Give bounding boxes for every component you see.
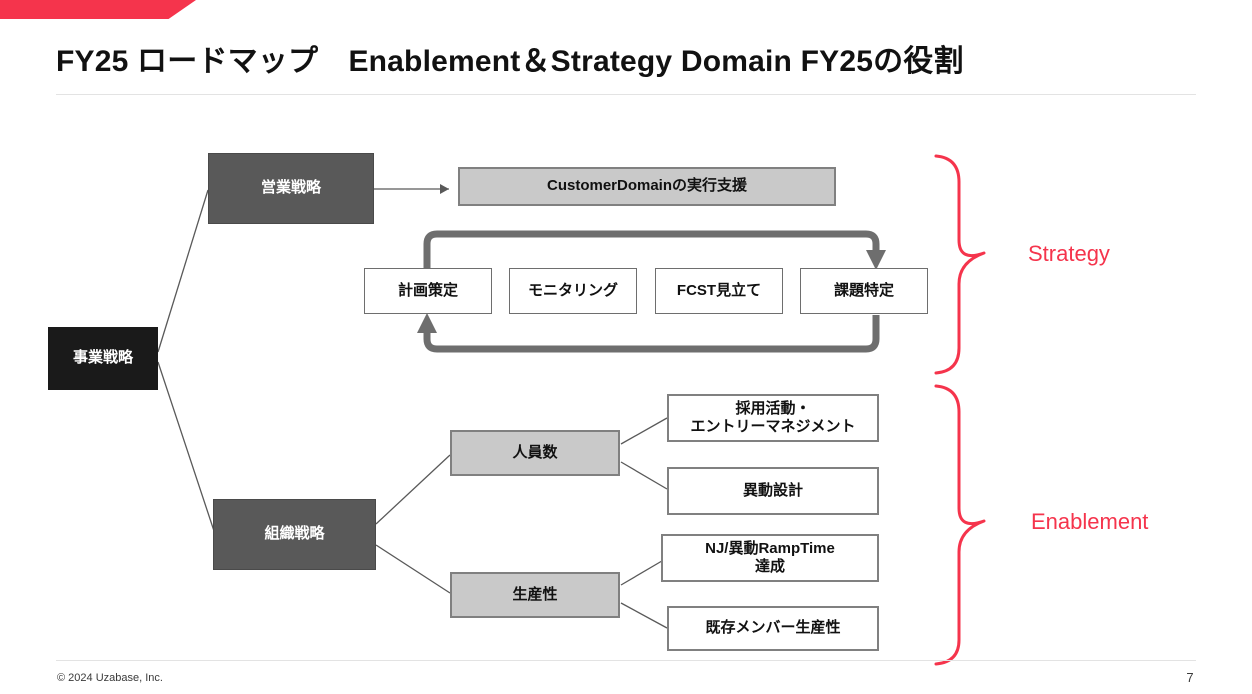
leaf-transfer-design[interactable]: 異動設計: [667, 467, 879, 515]
node-label: FCST見立て: [676, 281, 762, 299]
node-sales-strategy[interactable]: 営業戦略: [208, 153, 374, 224]
node-org-strategy[interactable]: 組織戦略: [213, 499, 376, 570]
brace-label-strategy: Strategy: [1028, 241, 1110, 266]
title-divider: [56, 94, 1196, 95]
node-label: 課題特定: [833, 281, 894, 299]
node-headcount[interactable]: 人員数: [450, 430, 620, 476]
cycle-step-monitoring[interactable]: モニタリング: [509, 268, 637, 314]
cycle-step-planning[interactable]: 計画策定: [364, 268, 492, 314]
node-label: 事業戦略: [72, 349, 133, 367]
leaf-label-line1: 採用活動・: [735, 399, 811, 417]
cycle-step-issue-identification[interactable]: 課題特定: [800, 268, 928, 314]
page-number: 7: [1186, 670, 1194, 685]
red-accent-banner: [0, 0, 196, 19]
brace-label-enablement: Enablement: [1031, 509, 1149, 534]
leaf-label-line1: 既存メンバー生産性: [705, 619, 841, 637]
footer-divider: [56, 660, 1196, 661]
leaf-label-line2: エントリーマネジメント: [690, 418, 856, 435]
leaf-label-line1: 異動設計: [742, 481, 803, 499]
node-label: 組織戦略: [264, 525, 325, 543]
leaf-label-line2: 達成: [754, 558, 785, 575]
node-label: モニタリング: [527, 281, 618, 299]
cycle-step-fcst-forecast[interactable]: FCST見立て: [655, 268, 783, 314]
node-label: 生産性: [512, 585, 558, 603]
page-title: FY25 ロードマップ Enablement＆Strategy Domain F…: [56, 45, 964, 78]
leaf-recruiting-entry-management[interactable]: 採用活動・ エントリーマネジメント: [667, 394, 879, 442]
leaf-nj-transfer-ramptime[interactable]: NJ/異動RampTime 達成: [661, 534, 879, 582]
node-label: 人員数: [512, 443, 558, 461]
node-label: CustomerDomainの実行支援: [546, 177, 748, 195]
node-label: 営業戦略: [260, 179, 321, 197]
node-label: 計画策定: [397, 281, 458, 299]
node-customer-domain-support[interactable]: CustomerDomainの実行支援: [458, 167, 836, 206]
node-business-strategy[interactable]: 事業戦略: [48, 327, 158, 390]
leaf-label-line1: NJ/異動RampTime: [705, 539, 835, 557]
node-productivity[interactable]: 生産性: [450, 572, 620, 618]
leaf-existing-member-productivity[interactable]: 既存メンバー生産性: [667, 606, 879, 651]
copyright-text: © 2024 Uzabase, Inc.: [57, 672, 163, 684]
